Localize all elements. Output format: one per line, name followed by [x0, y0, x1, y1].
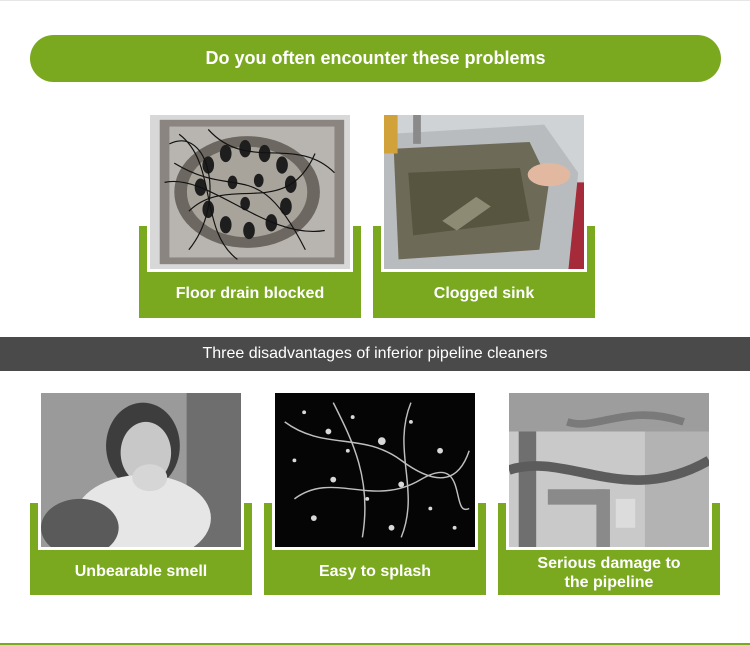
unbearable-smell-label: Unbearable smell	[74, 563, 208, 580]
clogged-sink-label: Clogged sink	[433, 285, 535, 302]
card-easy-to-splash: Easy to splash	[264, 390, 486, 595]
card-clogged-sink: Clogged sink	[373, 112, 595, 318]
floor-drain-label: Floor drain blocked	[175, 285, 325, 302]
card-floor-drain-body: Floor drain blocked	[139, 112, 361, 318]
floor-drain-photo	[147, 112, 353, 272]
bottom-border-line	[0, 643, 750, 645]
clogged-sink-photo	[381, 112, 587, 272]
easy-to-splash-photo	[272, 390, 478, 550]
disadvantages-bar-title: Three disadvantages of inferior pipeline…	[202, 345, 548, 362]
problems-banner-title: Do you often encounter these problems	[205, 48, 546, 68]
problems-banner: Do you often encounter these problems	[30, 35, 721, 82]
pipeline-damage-label-line1: Serious damage to	[537, 555, 681, 572]
pipeline-damage-label-line2: the pipeline	[564, 574, 654, 591]
easy-to-splash-label: Easy to splash	[318, 563, 432, 580]
pipeline-damage-label: Serious damage to the pipeline	[498, 554, 720, 592]
top-border-line	[0, 0, 750, 1]
pipeline-damage-photo	[506, 390, 712, 550]
card-pipeline-damage: Serious damage to the pipeline	[498, 390, 720, 595]
card-unbearable-smell: Unbearable smell	[30, 390, 252, 595]
unbearable-smell-photo	[38, 390, 244, 550]
disadvantages-bar: Three disadvantages of inferior pipeline…	[0, 337, 750, 371]
